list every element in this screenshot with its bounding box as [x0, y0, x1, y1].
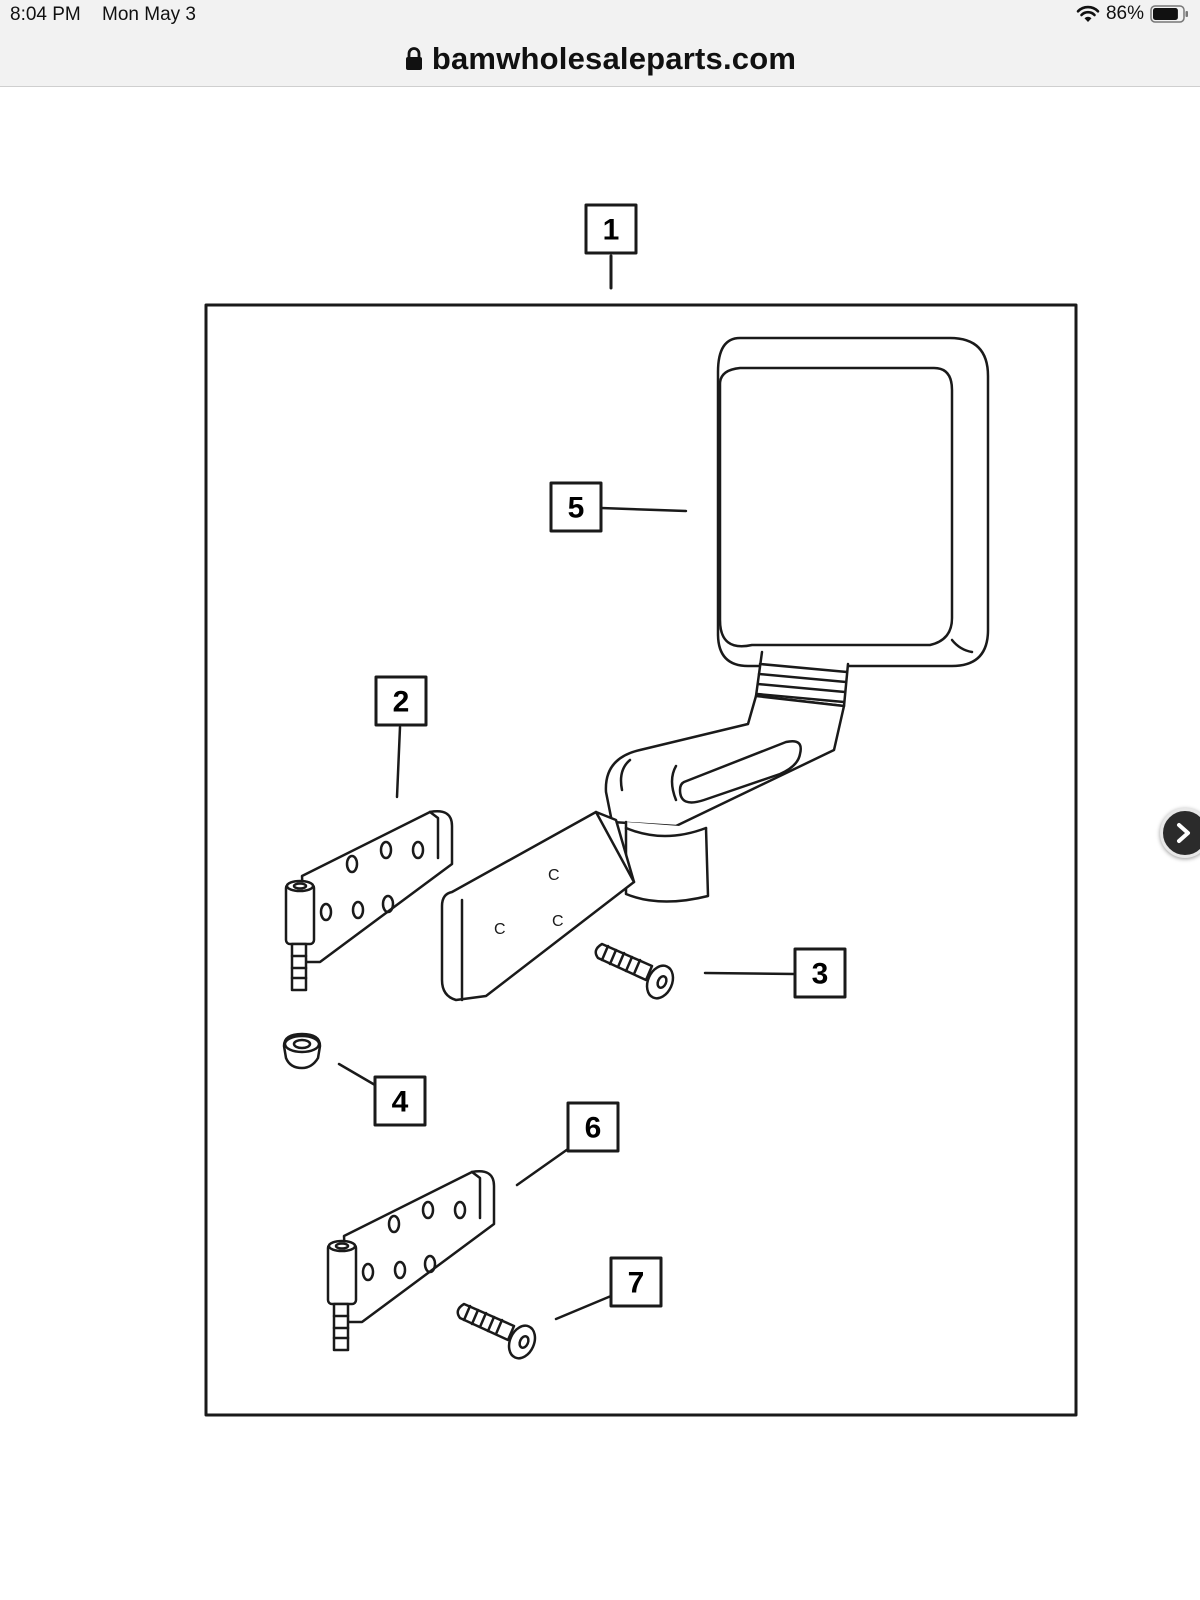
lock-icon — [405, 47, 422, 70]
url-text: bamwholesaleparts.com — [431, 41, 797, 76]
callout-box-4 — [373, 1075, 427, 1127]
next-image-button[interactable] — [1160, 808, 1200, 858]
leader-2 — [395, 725, 402, 799]
svg-text:C: C — [494, 921, 506, 938]
mirror-head — [716, 336, 990, 668]
status-date: Mon May 3 — [102, 4, 196, 25]
leader-7 — [554, 1294, 613, 1321]
battery-icon — [1150, 5, 1188, 23]
status-indicators: 86% — [1076, 3, 1190, 25]
leader-6 — [515, 1147, 570, 1187]
diagram-frame — [204, 303, 1078, 1417]
leader-5 — [599, 506, 688, 513]
callout-1: 1 — [603, 214, 620, 247]
screw-upper — [594, 942, 675, 1000]
callout-2: 2 — [393, 686, 410, 719]
callout-box-5 — [549, 481, 603, 533]
callout-7: 7 — [628, 1267, 645, 1300]
status-bar: 8:04 PM Mon May 3 86% — [0, 0, 1200, 32]
callout-5: 5 — [568, 492, 585, 525]
mirror-arm: C C C — [440, 650, 850, 1002]
callout-6: 6 — [585, 1112, 602, 1145]
lower-hinge — [326, 1170, 496, 1352]
callout-3: 3 — [812, 958, 829, 991]
address-bar[interactable]: bamwholesaleparts.com — [0, 32, 1200, 87]
callout-box-3 — [793, 947, 847, 999]
upper-hinge — [284, 810, 454, 992]
bushing — [282, 1032, 322, 1070]
leader-3 — [703, 971, 797, 976]
callout-box-2 — [374, 675, 428, 727]
callout-box-1 — [584, 203, 638, 255]
svg-text:C: C — [548, 867, 560, 884]
svg-text:C: C — [552, 913, 564, 930]
battery-percent: 86% — [1105, 3, 1144, 24]
callout-box-7 — [609, 1256, 663, 1308]
callout-box-6 — [566, 1101, 620, 1153]
leader-4 — [337, 1062, 377, 1087]
screw-lower — [456, 1302, 537, 1360]
callout-4: 4 — [392, 1086, 409, 1119]
parts-diagram: C C C — [204, 203, 1078, 1417]
chevron-right-icon — [1177, 823, 1190, 843]
status-time: 8:04 PM — [10, 4, 81, 25]
wifi-icon — [1076, 5, 1100, 22]
